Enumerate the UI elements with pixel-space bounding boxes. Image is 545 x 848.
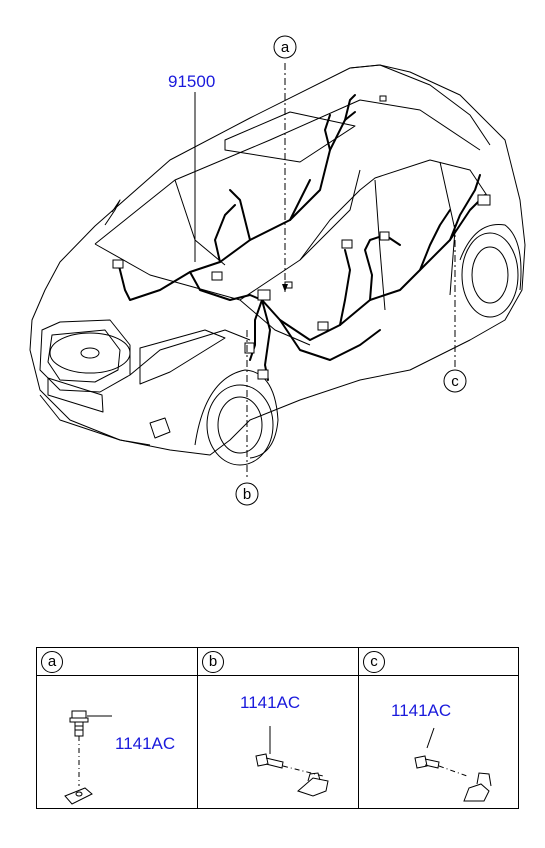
parts-table: a b c 1141AC [36,647,519,809]
part-number-c: 1141AC [391,701,452,720]
callout-b-letter: b [243,486,251,503]
table-header-c: c [359,648,518,676]
callout-c-letter: c [451,373,459,390]
callout-a-arrowhead [282,284,288,292]
table-cell-b: 1141AC [198,676,359,808]
callout-a: a [273,35,297,59]
part-number-a: 1141AC [115,734,176,753]
table-callout-c: c [363,651,385,673]
wiring-harness [117,94,486,381]
table-cell-c: 1141AC [359,676,518,808]
table-callout-a: a [41,651,63,673]
part-number-b: 1141AC [240,693,301,712]
bolt-a-illustration [64,710,112,805]
main-part-number: 91500 [168,72,215,91]
bolt-c-illustration [414,727,492,802]
car-wiring-diagram: 91500 a b c [29,35,526,506]
table-header-a: a [37,648,198,676]
table-header-b: b [198,648,359,676]
leader-lines [194,63,456,480]
callout-b: b [235,482,259,506]
callout-a-letter: a [281,39,290,56]
table-callout-b: b [202,651,224,673]
car-body-outline [29,64,526,466]
bolt-b-illustration [255,726,329,797]
connectors [112,95,491,380]
table-cell-a: 1141AC [37,676,198,808]
callout-c: c [443,369,467,393]
